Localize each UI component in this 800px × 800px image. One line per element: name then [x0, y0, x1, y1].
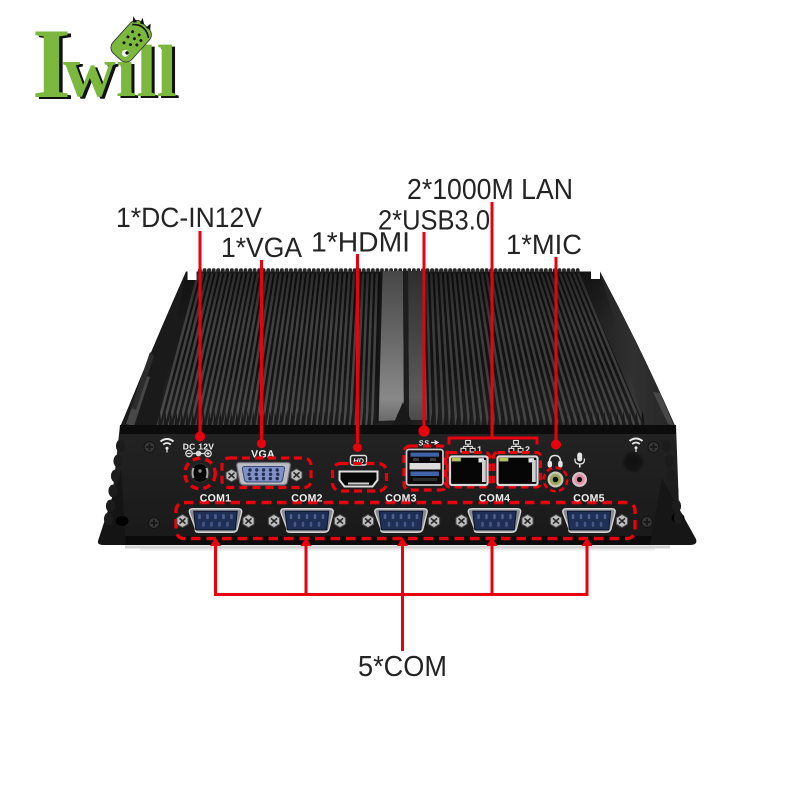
svg-text:COM2: COM2: [291, 493, 323, 505]
svg-text:2*USB3.0: 2*USB3.0: [378, 205, 490, 236]
svg-text:SS: SS: [418, 439, 429, 448]
svg-text:COM5: COM5: [573, 493, 605, 505]
svg-text:1*VGA: 1*VGA: [221, 232, 302, 263]
svg-text:COM4: COM4: [479, 493, 511, 505]
svg-text:COM1: COM1: [200, 493, 232, 505]
svg-text:I: I: [32, 8, 71, 119]
svg-text:5*COM: 5*COM: [358, 651, 447, 683]
svg-text:DC 12V: DC 12V: [183, 442, 215, 452]
svg-text:1*DC-IN12V: 1*DC-IN12V: [116, 202, 262, 233]
svg-text:2*1000M LAN: 2*1000M LAN: [407, 174, 573, 206]
svg-text:1*HDMI: 1*HDMI: [311, 227, 410, 258]
svg-text:1*MIC: 1*MIC: [506, 229, 582, 260]
svg-text:COM3: COM3: [385, 493, 417, 505]
svg-text:1: 1: [477, 445, 482, 455]
svg-text:2: 2: [525, 445, 530, 455]
svg-text:I: I: [36, 10, 75, 121]
svg-text:HD: HD: [353, 456, 364, 465]
